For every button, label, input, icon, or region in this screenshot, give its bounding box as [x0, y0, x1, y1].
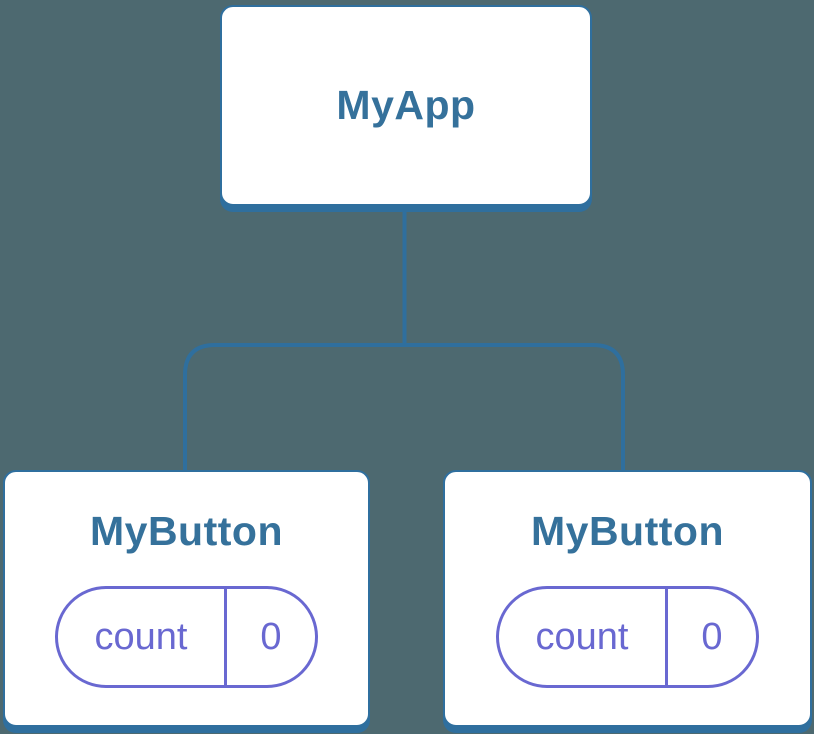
child-node-label: MyButton: [530, 508, 724, 555]
root-node-myapp: MyApp: [220, 5, 592, 206]
state-pill: count 0: [55, 585, 318, 688]
state-value: 0: [701, 615, 723, 658]
state-value: 0: [260, 615, 282, 658]
root-node-label: MyApp: [336, 81, 476, 128]
state-key: count: [499, 588, 668, 685]
state-key: count: [58, 588, 227, 685]
branch-bracket-line: [183, 343, 625, 472]
state-pill: count 0: [496, 585, 759, 688]
child-node-mybutton-right: MyButton count 0: [443, 470, 812, 727]
child-node-mybutton-left: MyButton count 0: [3, 470, 370, 727]
child-node-label: MyButton: [89, 508, 283, 555]
